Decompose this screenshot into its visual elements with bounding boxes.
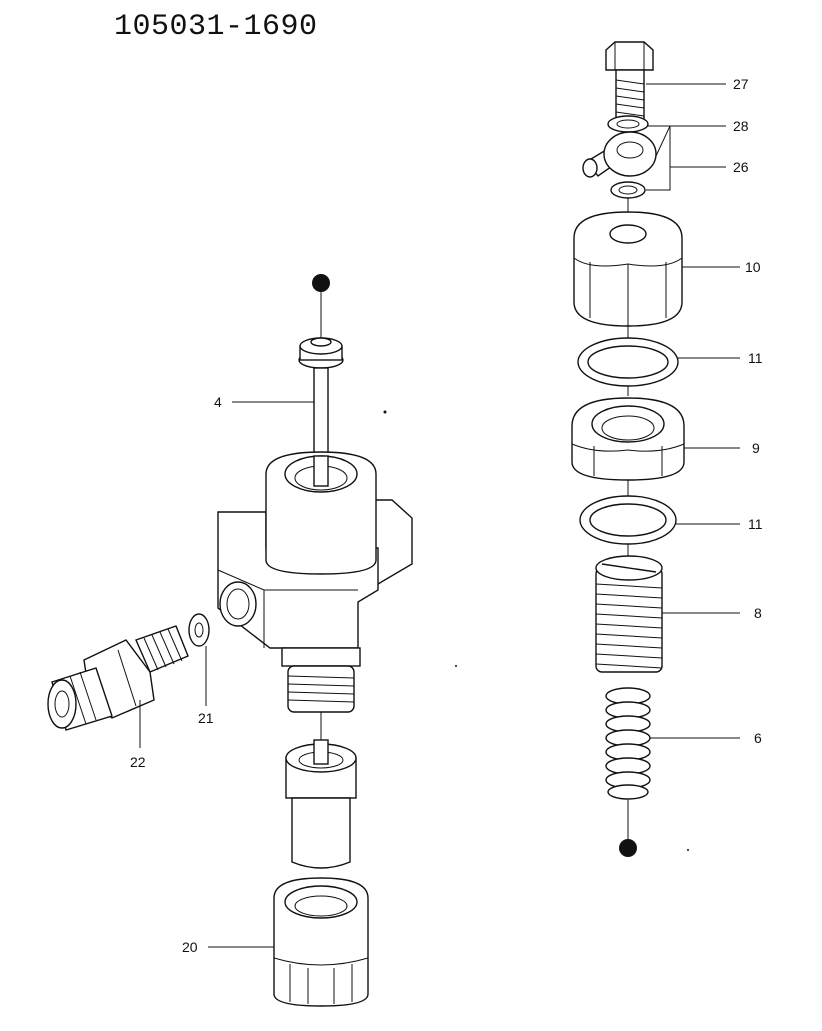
part-11-gasket-lower	[579, 495, 677, 545]
part-11-gasket-upper	[577, 337, 679, 387]
part-26-banjo-fitting	[582, 131, 657, 178]
connection-dot-right	[619, 839, 637, 857]
part-6-spring	[605, 687, 651, 800]
callout-11-upper: 11	[748, 350, 763, 366]
callout-28: 28	[733, 118, 749, 134]
callout-20: 20	[182, 939, 198, 955]
part-9-nut	[571, 397, 685, 481]
part-10-cap-nut	[573, 211, 683, 327]
part-28-washers	[607, 115, 649, 199]
callout-22: 22	[130, 754, 146, 770]
nozzle-holder-body	[217, 451, 413, 713]
part-8-adjusting-screw	[595, 555, 663, 673]
nozzle	[285, 712, 357, 869]
connection-dot-left	[312, 274, 330, 292]
callout-21: 21	[198, 710, 214, 726]
speck	[687, 849, 689, 851]
diagram-title: 105031-1690	[114, 10, 318, 44]
callout-10: 10	[745, 259, 761, 275]
callout-6: 6	[754, 730, 762, 746]
leader-lines	[139, 83, 740, 948]
part-22-inlet-connector	[47, 625, 189, 731]
callout-11-lower: 11	[748, 516, 763, 532]
callout-27: 27	[733, 76, 749, 92]
callout-9: 9	[752, 440, 760, 456]
callout-8: 8	[754, 605, 762, 621]
part-20-retaining-nut	[273, 877, 369, 1007]
part-27-banjo-bolt	[605, 41, 654, 123]
speck	[455, 665, 457, 667]
callout-26: 26	[733, 159, 749, 175]
callout-4: 4	[214, 394, 222, 410]
speck	[383, 410, 387, 414]
part-21-washer	[188, 613, 210, 647]
